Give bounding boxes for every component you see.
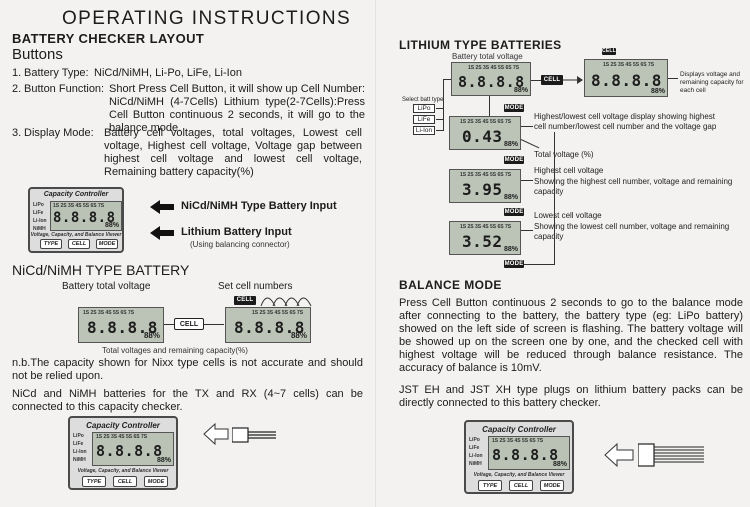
battery-total-voltage-label: Battery total voltage (62, 281, 151, 292)
item-display-mode: 3. Display Mode: Battery cell voltages, … (12, 127, 362, 178)
capacity-controller-device: Capacity Controller 1S 2S 3S 4S 5S 6S 7S… (464, 420, 574, 494)
mode-tag: MODE (504, 260, 524, 268)
capacity-controller-device: Capacity Controller 1S 2S 3S 4S 5S 6S 7S… (28, 187, 124, 253)
hollow-arrow-left-icon (203, 423, 229, 445)
mode-tag: MODE (504, 156, 524, 164)
lcd-each-cell: 1S 2S 3S 4S 5S 6S 7S 8.8.8.8 88% (584, 59, 668, 97)
lcd-total-voltage: 1S 2S 3S 4S 5S 6S 7S 8.8.8.8 88% (78, 307, 164, 343)
arrow-left-icon (150, 200, 174, 214)
lithium-input-label: Lithium Battery Input (181, 226, 292, 238)
nb-note: n.b.The capacity shown for Nixx type cel… (12, 357, 363, 382)
item-button-function: 2. Button Function: Short Press Cell But… (12, 83, 365, 134)
lithium-heading: LITHIUM TYPE BATTERIES (399, 38, 562, 52)
battery-total-voltage-label: Battery total voltage (452, 52, 523, 61)
lcd-cell-number: 1S 2S 3S 4S 5S 6S 7S 8.8.8.8 88% (225, 307, 311, 343)
cell-arcs (260, 297, 312, 307)
batt-type-liion[interactable]: Li-Ion (413, 126, 435, 135)
displays-each-cell-note: Displays voltage and remaining capacity … (680, 71, 744, 94)
lowest-cell-text: Showing the lowest cell number, voltage … (534, 222, 730, 241)
balance-heading: BALANCE MODE (399, 278, 502, 292)
battery-type-labels: LiPo LiFe Li-Ion NiMH (33, 202, 47, 232)
tx-rx-text: NiCd and NiMH batteries for the TX and R… (12, 388, 363, 413)
connector-plug-icon (232, 427, 276, 443)
mode-tag: MODE (504, 104, 524, 112)
balance-text: Press Cell Button continuous 2 seconds t… (399, 297, 743, 374)
cell-button[interactable]: CELL (113, 476, 137, 487)
cell-button[interactable]: CELL (174, 318, 204, 330)
total-remaining-caption: Total voltages and remaining capacity(%) (102, 346, 248, 355)
item-battery-type: 1. Battery Type: NiCd/NiMH, Li-Po, LiFe,… (12, 67, 242, 79)
page-title: OPERATING INSTRUCTIONS (62, 8, 352, 29)
type-button[interactable]: TYPE (40, 239, 62, 249)
type-button[interactable]: TYPE (82, 476, 106, 487)
batt-type-lipo[interactable]: LiPo (413, 104, 435, 113)
highest-lowest-note: Highest/lowest cell voltage display show… (534, 112, 717, 131)
balance-connector-icon (638, 443, 704, 467)
battery-type-labels: LiPo LiFe Li-Ion NiMH (469, 437, 483, 467)
total-voltage-pct: Total voltage (%) (534, 150, 594, 159)
jst-text: JST EH and JST XH type plugs on lithium … (399, 384, 743, 409)
nicd-heading: NiCd/NiMH TYPE BATTERY (12, 262, 190, 278)
layout-heading: BATTERY CHECKER LAYOUT (12, 31, 205, 46)
hollow-arrow-left-icon (604, 443, 634, 467)
arrow-right-icon (563, 76, 583, 84)
nicd-input-label: NiCd/NiMH Type Battery Input (181, 200, 337, 212)
select-batt-type-label: Select batt type (402, 97, 444, 103)
cell-button[interactable]: CELL (68, 239, 90, 249)
buttons-heading: Buttons (12, 46, 63, 63)
mode-button[interactable]: MODE (144, 476, 168, 487)
battery-type-labels: LiPo LiFe Li-Ion NiMH (73, 433, 87, 463)
mode-button[interactable]: MODE (540, 480, 564, 491)
mode-tag: MODE (504, 208, 524, 216)
cell-tag: CELL (234, 296, 256, 305)
cell-button[interactable]: CELL (509, 480, 533, 491)
highest-cell-text: Showing the highest cell number, voltage… (534, 177, 733, 196)
lcd-screen: 1S 2S 3S 4S 5S 6S 7S 8.8.8.8 88% (92, 432, 174, 466)
set-cell-numbers-label: Set cell numbers (218, 281, 293, 292)
lcd-total: 1S 2S 3S 4S 5S 6S 7S 8.8.8.8 88% (451, 62, 531, 96)
left-page: OPERATING INSTRUCTIONS BATTERY CHECKER L… (12, 8, 365, 490)
cell-tag: CELL (541, 75, 563, 85)
cell-tag-small: CELL (602, 48, 616, 55)
mode-button[interactable]: MODE (96, 239, 118, 249)
highest-cell-title: Highest cell voltage (534, 166, 604, 175)
lowest-cell-title: Lowest cell voltage (534, 211, 602, 220)
lcd-screen: 1S 2S 3S 4S 5S 6S 7S 8.8.8.8 88% (488, 436, 570, 470)
lcd-highest: 1S 2S 3S 4S 5S 6S 7S 3.95 88% (449, 169, 521, 203)
type-button[interactable]: TYPE (478, 480, 502, 491)
lcd-screen: 1S 2S 3S 4S 5S 6S 7S 8.8.8.8 88% (50, 201, 122, 231)
lcd-lowest: 1S 2S 3S 4S 5S 6S 7S 3.52 88% (449, 221, 521, 255)
lithium-input-sub: (Using balancing connector) (190, 240, 290, 249)
capacity-controller-device: Capacity Controller 1S 2S 3S 4S 5S 6S 7S… (68, 416, 178, 490)
right-page: LITHIUM TYPE BATTERIES Battery total vol… (375, 0, 750, 507)
lcd-gap: 1S 2S 3S 4S 5S 6S 7S 0.43 88% (449, 116, 521, 150)
batt-type-life[interactable]: LiFe (413, 115, 435, 124)
arrow-left-icon (150, 226, 174, 240)
